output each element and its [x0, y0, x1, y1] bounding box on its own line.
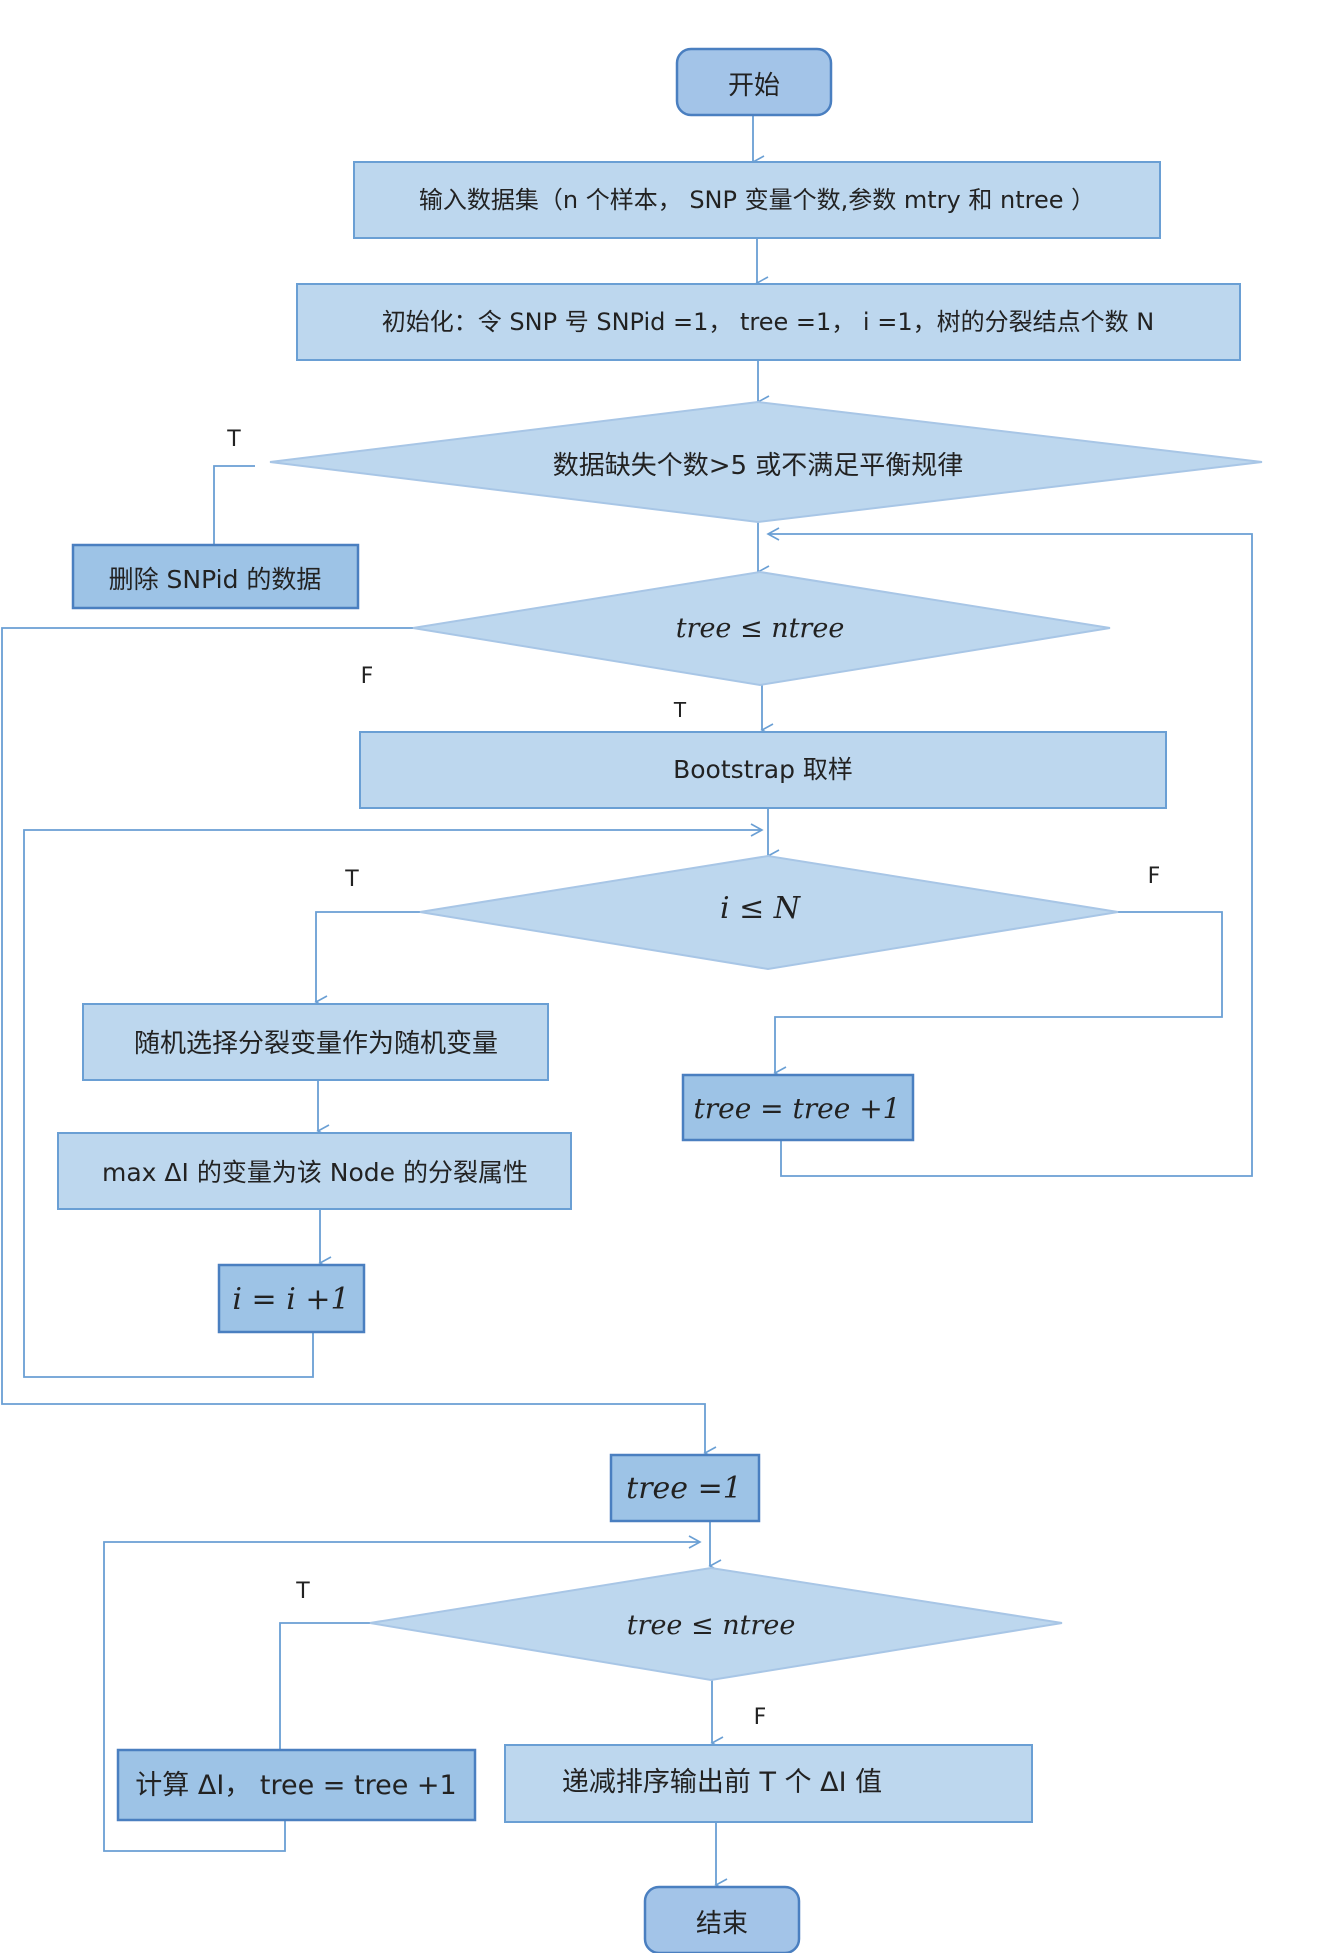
connectors: [1, 115, 1253, 1892]
inc-tree-label: tree = tree +1: [694, 1092, 901, 1125]
compute-node: 计算 ΔI， tree = tree +1: [116, 1748, 477, 1822]
compute-label: 计算 ΔI， tree = tree +1: [135, 1770, 456, 1801]
edge-compute-back: [103, 1535, 702, 1852]
random-select-node: 随机选择分裂变量作为随机变量: [82, 1003, 549, 1081]
label-tree2-true: T: [295, 1579, 310, 1604]
missing-check-label: 数据缺失个数>5 或不满足平衡规律: [553, 451, 964, 481]
input-label: 输入数据集（n 个样本， SNP 变量个数,参数 mtry 和 ntree ）: [419, 186, 1095, 214]
end-label: 结束: [696, 1909, 748, 1939]
end-node: 结束: [643, 1885, 801, 1953]
delete-node: 删除 SNPid 的数据: [71, 543, 360, 610]
tree-loop-label: tree ≤ ntree: [676, 613, 845, 644]
init-node: 初始化：令 SNP 号 SNPid =1， tree =1， i =1，树的分裂…: [296, 283, 1241, 361]
sort-output-node: 递减排序输出前 T 个 ΔI 值: [504, 1744, 1033, 1823]
inc-i-node: i = i +1: [217, 1263, 366, 1334]
edge-nodeloop-inctree: [773, 911, 1223, 1080]
reset-tree-label: tree =1: [626, 1471, 742, 1506]
input-node: 输入数据集（n 个样本， SNP 变量个数,参数 mtry 和 ntree ）: [353, 161, 1161, 239]
tree-loop-decision: tree ≤ ntree: [412, 570, 1111, 687]
bootstrap-node: Bootstrap 取样: [359, 731, 1167, 809]
start-label: 开始: [728, 71, 780, 101]
label-node-false: F: [1148, 864, 1161, 889]
label-tree-true: T: [673, 698, 687, 722]
start-node: 开始: [675, 47, 833, 117]
label-tree2-false: F: [754, 1705, 767, 1730]
node-loop-label: i ≤ N: [720, 891, 802, 926]
node-loop-decision: i ≤ N: [419, 854, 1119, 971]
delete-label: 删除 SNPid 的数据: [109, 565, 322, 594]
edge-inctree-back: [766, 527, 1253, 1177]
edge-treeloop2-compute: [279, 1622, 370, 1750]
edge-treeloop-reset: [1, 627, 717, 1460]
bootstrap-label: Bootstrap 取样: [673, 755, 853, 784]
init-label: 初始化：令 SNP 号 SNPid =1， tree =1， i =1，树的分裂…: [382, 308, 1154, 336]
tree-loop2-label: tree ≤ ntree: [627, 1610, 796, 1641]
sort-output-label: 递减排序输出前 T 个 ΔI 值: [562, 1767, 882, 1798]
reset-tree-node: tree =1: [609, 1453, 761, 1523]
inc-i-label: i = i +1: [232, 1282, 349, 1317]
random-select-label: 随机选择分裂变量作为随机变量: [134, 1029, 498, 1059]
label-node-true: T: [344, 867, 359, 892]
tree-loop2-decision: tree ≤ ntree: [369, 1566, 1063, 1682]
max-delta-label: max ΔI 的变量为该 Node 的分裂属性: [102, 1158, 528, 1187]
edge-nodeloop-random: [314, 911, 420, 1009]
inc-tree-node: tree = tree +1: [681, 1073, 915, 1142]
missing-check-decision: 数据缺失个数>5 或不满足平衡规律: [269, 400, 1263, 524]
label-missing-true: T: [226, 427, 241, 452]
edge-inci-back: [23, 823, 764, 1378]
label-tree-false: F: [361, 664, 374, 689]
edge-check-delete: [213, 465, 255, 545]
max-delta-node: max ΔI 的变量为该 Node 的分裂属性: [57, 1132, 572, 1210]
